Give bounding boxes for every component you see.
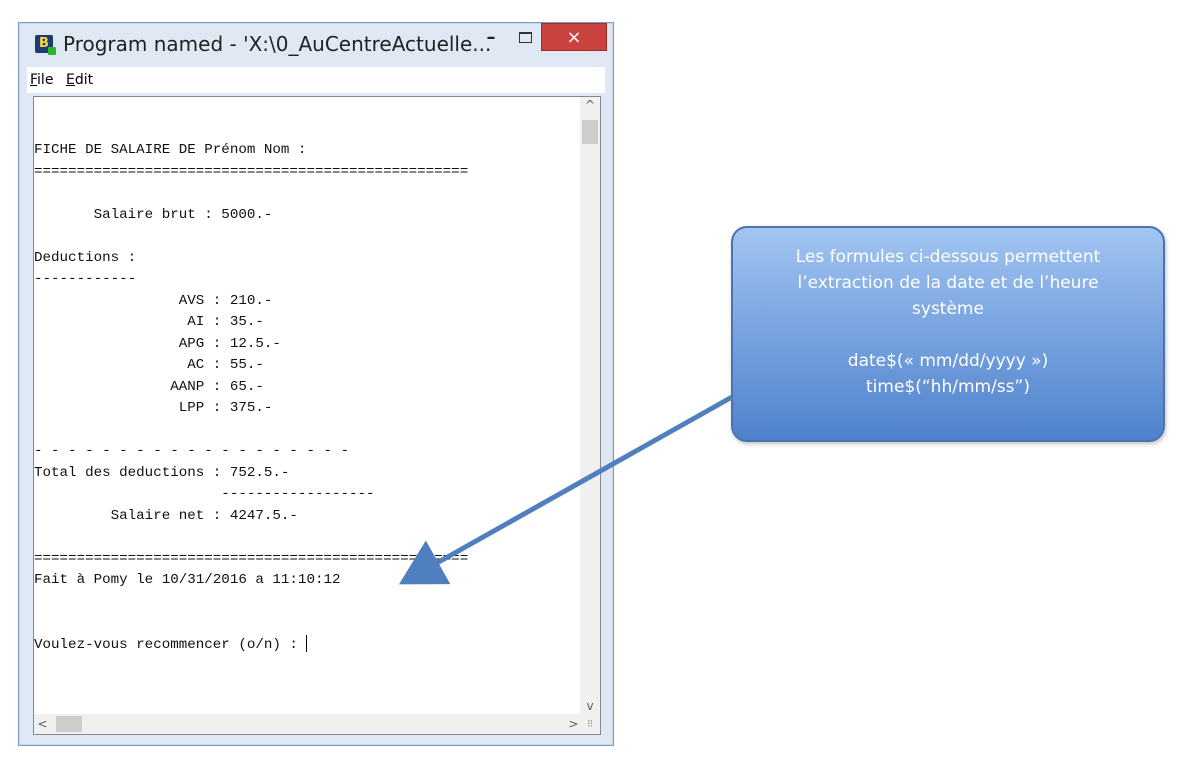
console-line: AI : 35.- [34, 312, 582, 334]
console-line-text: LPP : 375.- [34, 400, 273, 416]
scroll-right-icon[interactable]: > [568, 717, 579, 731]
console-line [34, 592, 582, 614]
console-line-text: AC : 55.- [34, 357, 264, 373]
console-line-text: Salaire net : 4247.5.- [34, 507, 298, 524]
console-area[interactable]: FICHE DE SALAIRE DE Prénom Nom : ========… [33, 96, 601, 735]
console-line: Fait à Pomy le 10/31/2016 a 11:10:12 [34, 570, 582, 592]
console-line: - - - - - - - - - - - - - - - - - - - [34, 441, 582, 463]
console-line-text: Salaire brut : 5000.- [34, 206, 273, 223]
maximize-button[interactable] [511, 23, 541, 51]
menu-edit[interactable]: Edit [66, 72, 94, 88]
console-line-text: ========================================… [34, 163, 469, 180]
close-button[interactable]: × [541, 23, 607, 51]
callout-line-4: date$(« mm/dd/yyyy ») [847, 351, 1049, 371]
resize-grip-icon[interactable]: ⠿ [580, 714, 600, 734]
vertical-scrollbar[interactable]: ^ v [580, 97, 600, 715]
vertical-scroll-thumb[interactable] [582, 120, 598, 144]
console-line: Voulez-vous recommencer (o/n) : [34, 635, 582, 657]
program-window: B Program named - 'X:\0_AuCentreActuelle… [18, 22, 614, 746]
horizontal-scrollbar[interactable]: < > [34, 714, 582, 734]
console-output[interactable]: FICHE DE SALAIRE DE Prénom Nom : ========… [34, 97, 582, 715]
console-line: FICHE DE SALAIRE DE Prénom Nom : [34, 140, 582, 162]
console-line [34, 97, 582, 119]
console-line [34, 119, 582, 141]
menu-file[interactable]: File [30, 72, 54, 88]
menu-bar: File Edit [27, 67, 605, 93]
app-icon: B [35, 35, 56, 55]
callout-line-2: l’extraction de la date et de l’heure [797, 273, 1099, 293]
scroll-down-icon[interactable]: v [586, 699, 594, 713]
console-line [34, 183, 582, 205]
horizontal-scroll-thumb[interactable] [56, 716, 82, 732]
console-line [34, 527, 582, 549]
console-line: Deductions : [34, 248, 582, 270]
console-line: ========================================… [34, 549, 582, 571]
text-cursor [306, 635, 308, 653]
console-line-text: FICHE DE SALAIRE DE Prénom Nom : [34, 142, 307, 158]
console-line-text: ========================================… [34, 550, 469, 567]
console-line: ------------------ [34, 484, 582, 506]
annotation-callout: Les formules ci-dessous permettent l’ext… [731, 226, 1165, 442]
minimize-button[interactable]: – [486, 27, 496, 48]
console-line: Total des deductions : 752.5.- [34, 463, 582, 485]
console-line-text: ------------ [34, 271, 137, 287]
console-line-text: AANP : 65.- [34, 378, 264, 395]
console-line-text: - - - - - - - - - - - - - - - - - - - [34, 443, 350, 459]
console-line [34, 420, 582, 442]
console-line: ========================================… [34, 162, 582, 184]
scroll-up-icon[interactable]: ^ [584, 98, 596, 112]
console-line-text: AI : 35.- [34, 314, 264, 330]
console-line-text: Voulez-vous recommencer (o/n) : [34, 636, 307, 653]
console-line-text: Total des deductions : 752.5.- [34, 464, 290, 481]
console-line: ------------ [34, 269, 582, 291]
console-line: AANP : 65.- [34, 377, 582, 399]
title-bar[interactable]: B Program named - 'X:\0_AuCentreActuelle… [19, 23, 613, 63]
console-line: Salaire net : 4247.5.- [34, 506, 582, 528]
maximize-icon [519, 32, 532, 43]
console-line: AC : 55.- [34, 355, 582, 377]
callout-line-5: time$(“hh/mm/ss”) [866, 377, 1030, 397]
console-line-text: Deductions : [34, 249, 137, 266]
console-line: AVS : 210.- [34, 291, 582, 313]
window-title: Program named - 'X:\0_AuCentreActuelle..… [63, 32, 492, 56]
console-line [34, 613, 582, 635]
callout-spacer [733, 322, 1163, 348]
console-line-text: APG : 12.5.- [34, 335, 281, 352]
console-line: APG : 12.5.- [34, 334, 582, 356]
console-line-text: Fait à Pomy le 10/31/2016 a 11:10:12 [34, 572, 341, 588]
console-line [34, 226, 582, 248]
console-line-text: AVS : 210.- [34, 292, 273, 309]
callout-line-1: Les formules ci-dessous permettent [795, 247, 1101, 267]
callout-line-3: système [912, 299, 984, 319]
scroll-left-icon[interactable]: < [37, 717, 48, 731]
console-line: LPP : 375.- [34, 398, 582, 420]
console-line-text: ------------------ [34, 486, 375, 502]
console-line: Salaire brut : 5000.- [34, 205, 582, 227]
